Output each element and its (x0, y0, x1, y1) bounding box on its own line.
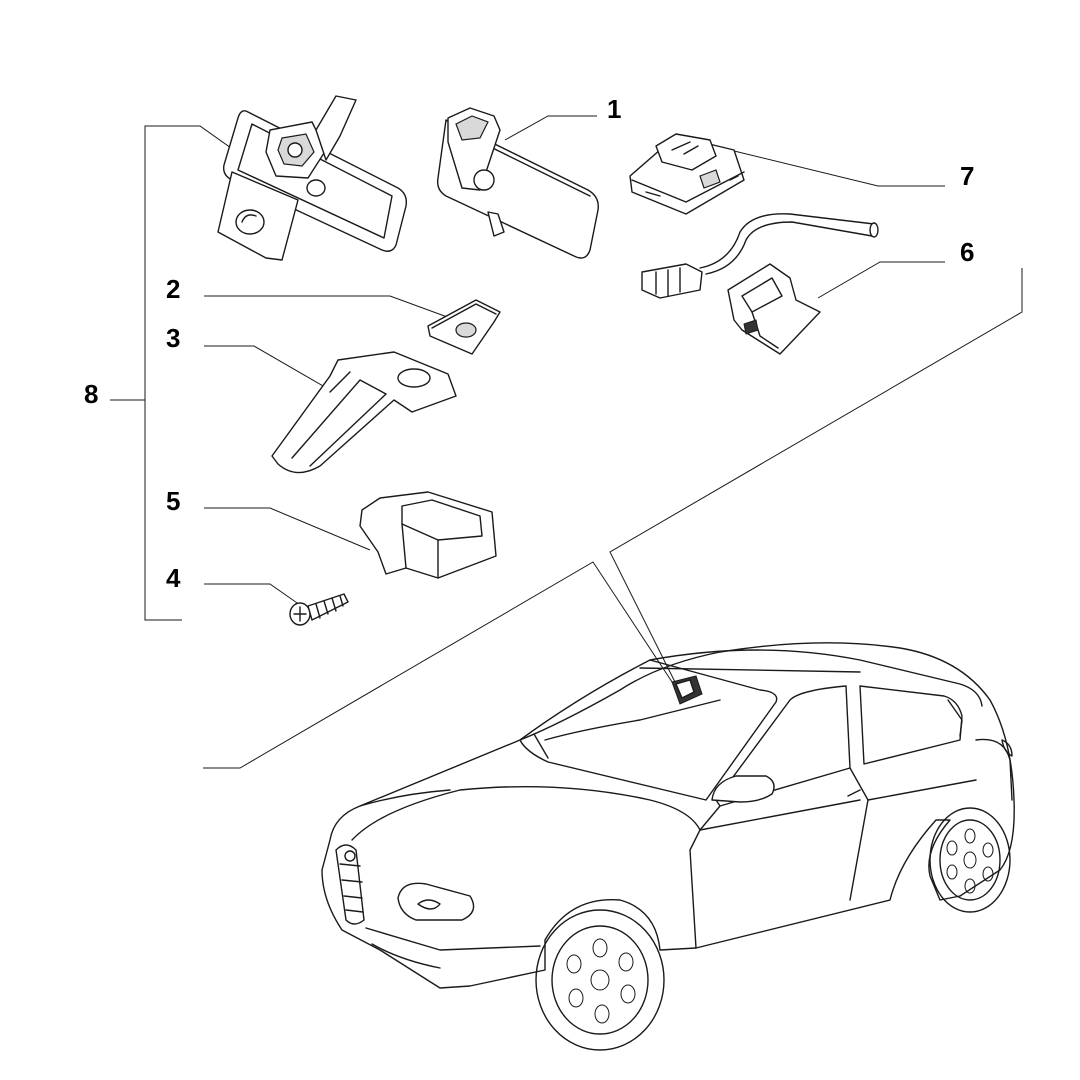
part-2-clip (427, 299, 501, 355)
leader-lines (110, 115, 1023, 769)
callout-7: 7 (960, 161, 974, 191)
part-8-mirror-assembly (217, 95, 408, 261)
callout-2: 2 (166, 274, 180, 304)
part-4-screw (289, 593, 349, 626)
callout-5: 5 (166, 486, 180, 516)
callout-3: 3 (166, 323, 180, 353)
callout-6: 6 (960, 237, 974, 267)
part-7-cable (641, 213, 879, 299)
part-7-sensor (629, 133, 745, 215)
callout-8: 8 (84, 379, 98, 409)
car-illustration (321, 642, 1015, 1051)
part-1-rear-view-mirror (436, 107, 599, 259)
part-3-bracket (271, 351, 457, 474)
part-6-holder (727, 263, 821, 355)
part-5-cover (359, 491, 497, 579)
callout-4: 4 (166, 563, 181, 593)
callout-1: 1 (607, 94, 621, 124)
